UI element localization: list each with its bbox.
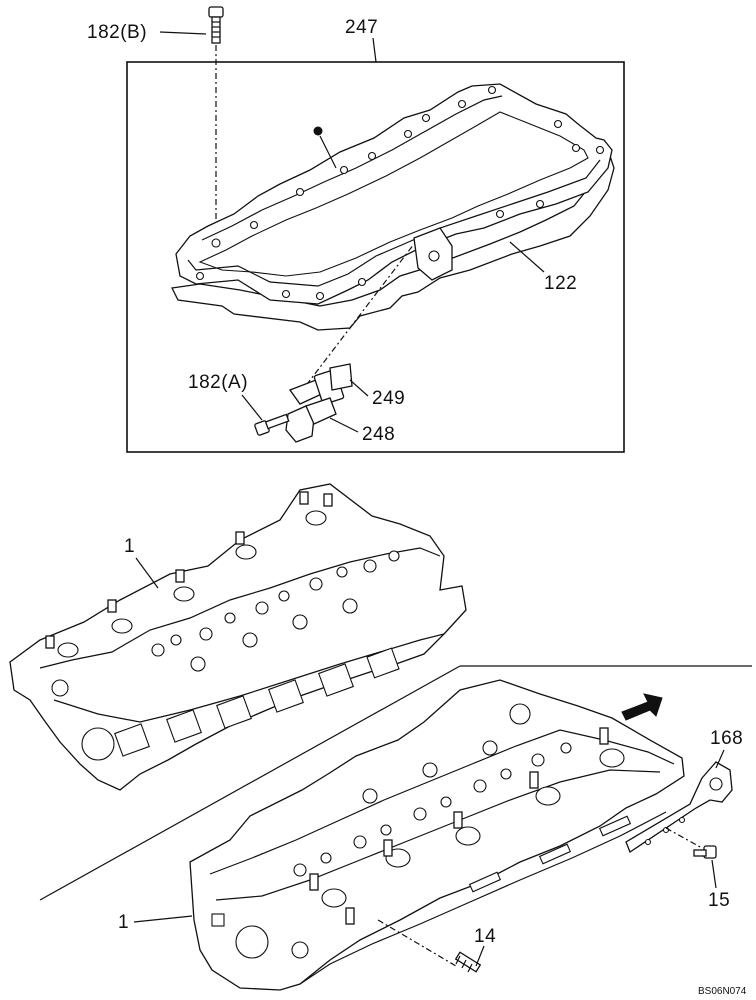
rocker-housing — [175, 83, 613, 305]
leader-122 — [509, 241, 545, 273]
bolt-182a — [254, 413, 290, 436]
gasket-122 — [171, 155, 615, 331]
leader-182b — [159, 31, 207, 35]
leader-168 — [715, 749, 725, 769]
callout-182b: 182(B) — [87, 22, 147, 43]
leader-1-upper — [135, 557, 159, 589]
bracket-168 — [625, 761, 733, 853]
callout-168: 168 — [710, 728, 743, 749]
leader-248 — [329, 417, 359, 433]
cylinder-head-lower — [189, 679, 685, 991]
leader-14 — [475, 945, 485, 967]
callout-1-lower: 1 — [118, 912, 129, 933]
callout-122: 122 — [544, 273, 577, 294]
callout-249: 249 — [372, 388, 405, 409]
callout-15: 15 — [708, 890, 730, 911]
callout-247: 247 — [345, 17, 378, 38]
leader-dot — [319, 135, 337, 169]
figure-code: BS06N074 — [698, 986, 747, 997]
leader-15 — [711, 859, 717, 889]
bolt-15-axis — [665, 827, 703, 849]
callout-248: 248 — [362, 424, 395, 445]
leader-182a — [241, 394, 263, 421]
gasket-249 — [329, 363, 353, 391]
bolt-182b — [208, 6, 224, 44]
callout-182a: 182(A) — [188, 372, 248, 393]
leader-1-lower — [133, 915, 193, 923]
bolt-15 — [693, 845, 717, 859]
stud-14-axis — [377, 919, 457, 967]
sensor-248 — [285, 369, 345, 443]
leader-249 — [349, 379, 369, 397]
cylinder-head-upper — [9, 483, 467, 791]
separator-line — [39, 665, 461, 901]
sensor-axis — [297, 243, 415, 397]
stud-14 — [454, 951, 482, 973]
leader-247 — [372, 37, 377, 63]
callout-14: 14 — [474, 926, 496, 947]
marker-dot — [313, 126, 323, 136]
front-arrow-icon — [621, 693, 663, 721]
callout-1-upper: 1 — [124, 536, 135, 557]
